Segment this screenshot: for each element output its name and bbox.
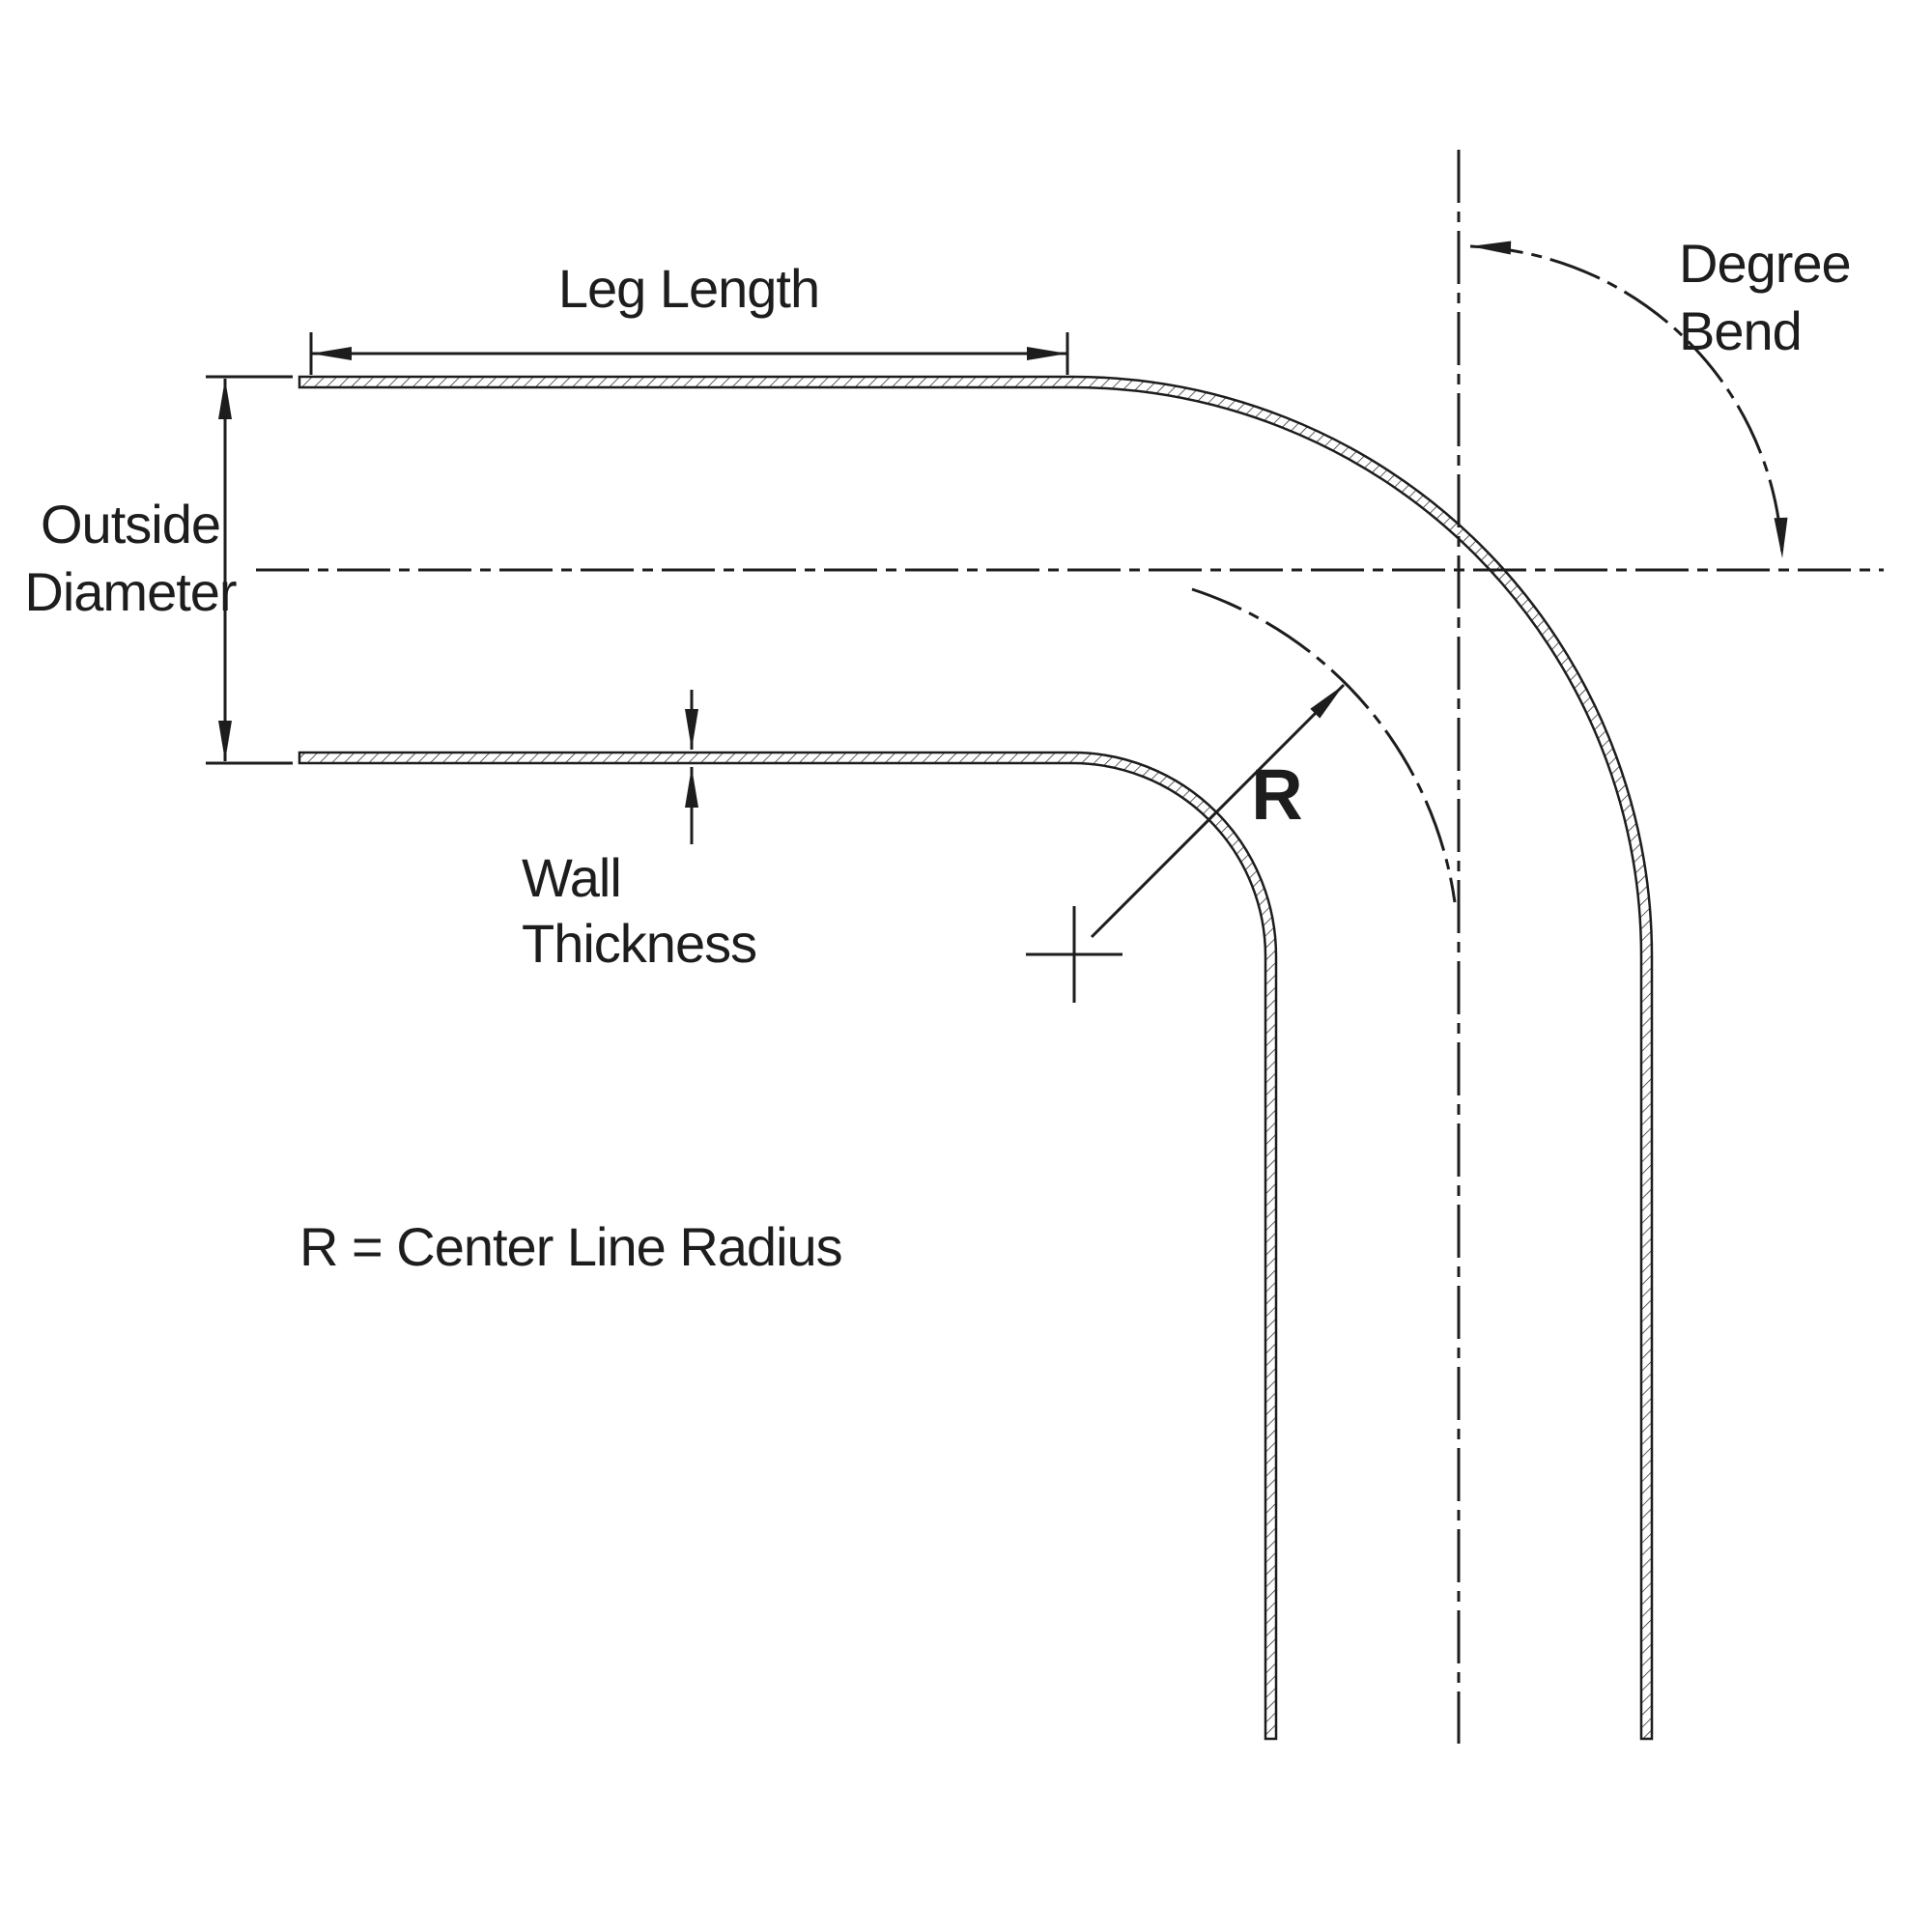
radius-note: R = Center Line Radius [299,1216,842,1277]
degree-bend-dimension: Degree Bend [1469,233,1852,559]
degree-bend-label-line1: Degree [1679,233,1851,294]
wall-thickness-callout: Wall Thickness [522,690,757,974]
outside-diameter-label-line2: Diameter [24,561,237,622]
outside-diameter-label-line1: Outside [41,494,220,554]
tube-outer-wall [298,375,1654,1741]
outside-diameter-dimension: Outside Diameter [24,375,293,765]
leg-length-dimension: Leg Length [309,258,1069,375]
radius-dimension: R [1026,683,1346,1003]
bend-centerline-arc [1191,587,1457,903]
wall-thickness-label-line1: Wall [522,847,621,908]
radius-arrow [1090,683,1346,939]
leg-length-label: Leg Length [558,258,819,319]
degree-bend-label-line2: Bend [1679,300,1802,361]
degree-bend-arc [1469,241,1788,559]
tube-inner-wall [298,751,1278,1741]
radius-symbol-label: R [1251,754,1302,835]
wall-thickness-label-line2: Thickness [522,913,756,974]
